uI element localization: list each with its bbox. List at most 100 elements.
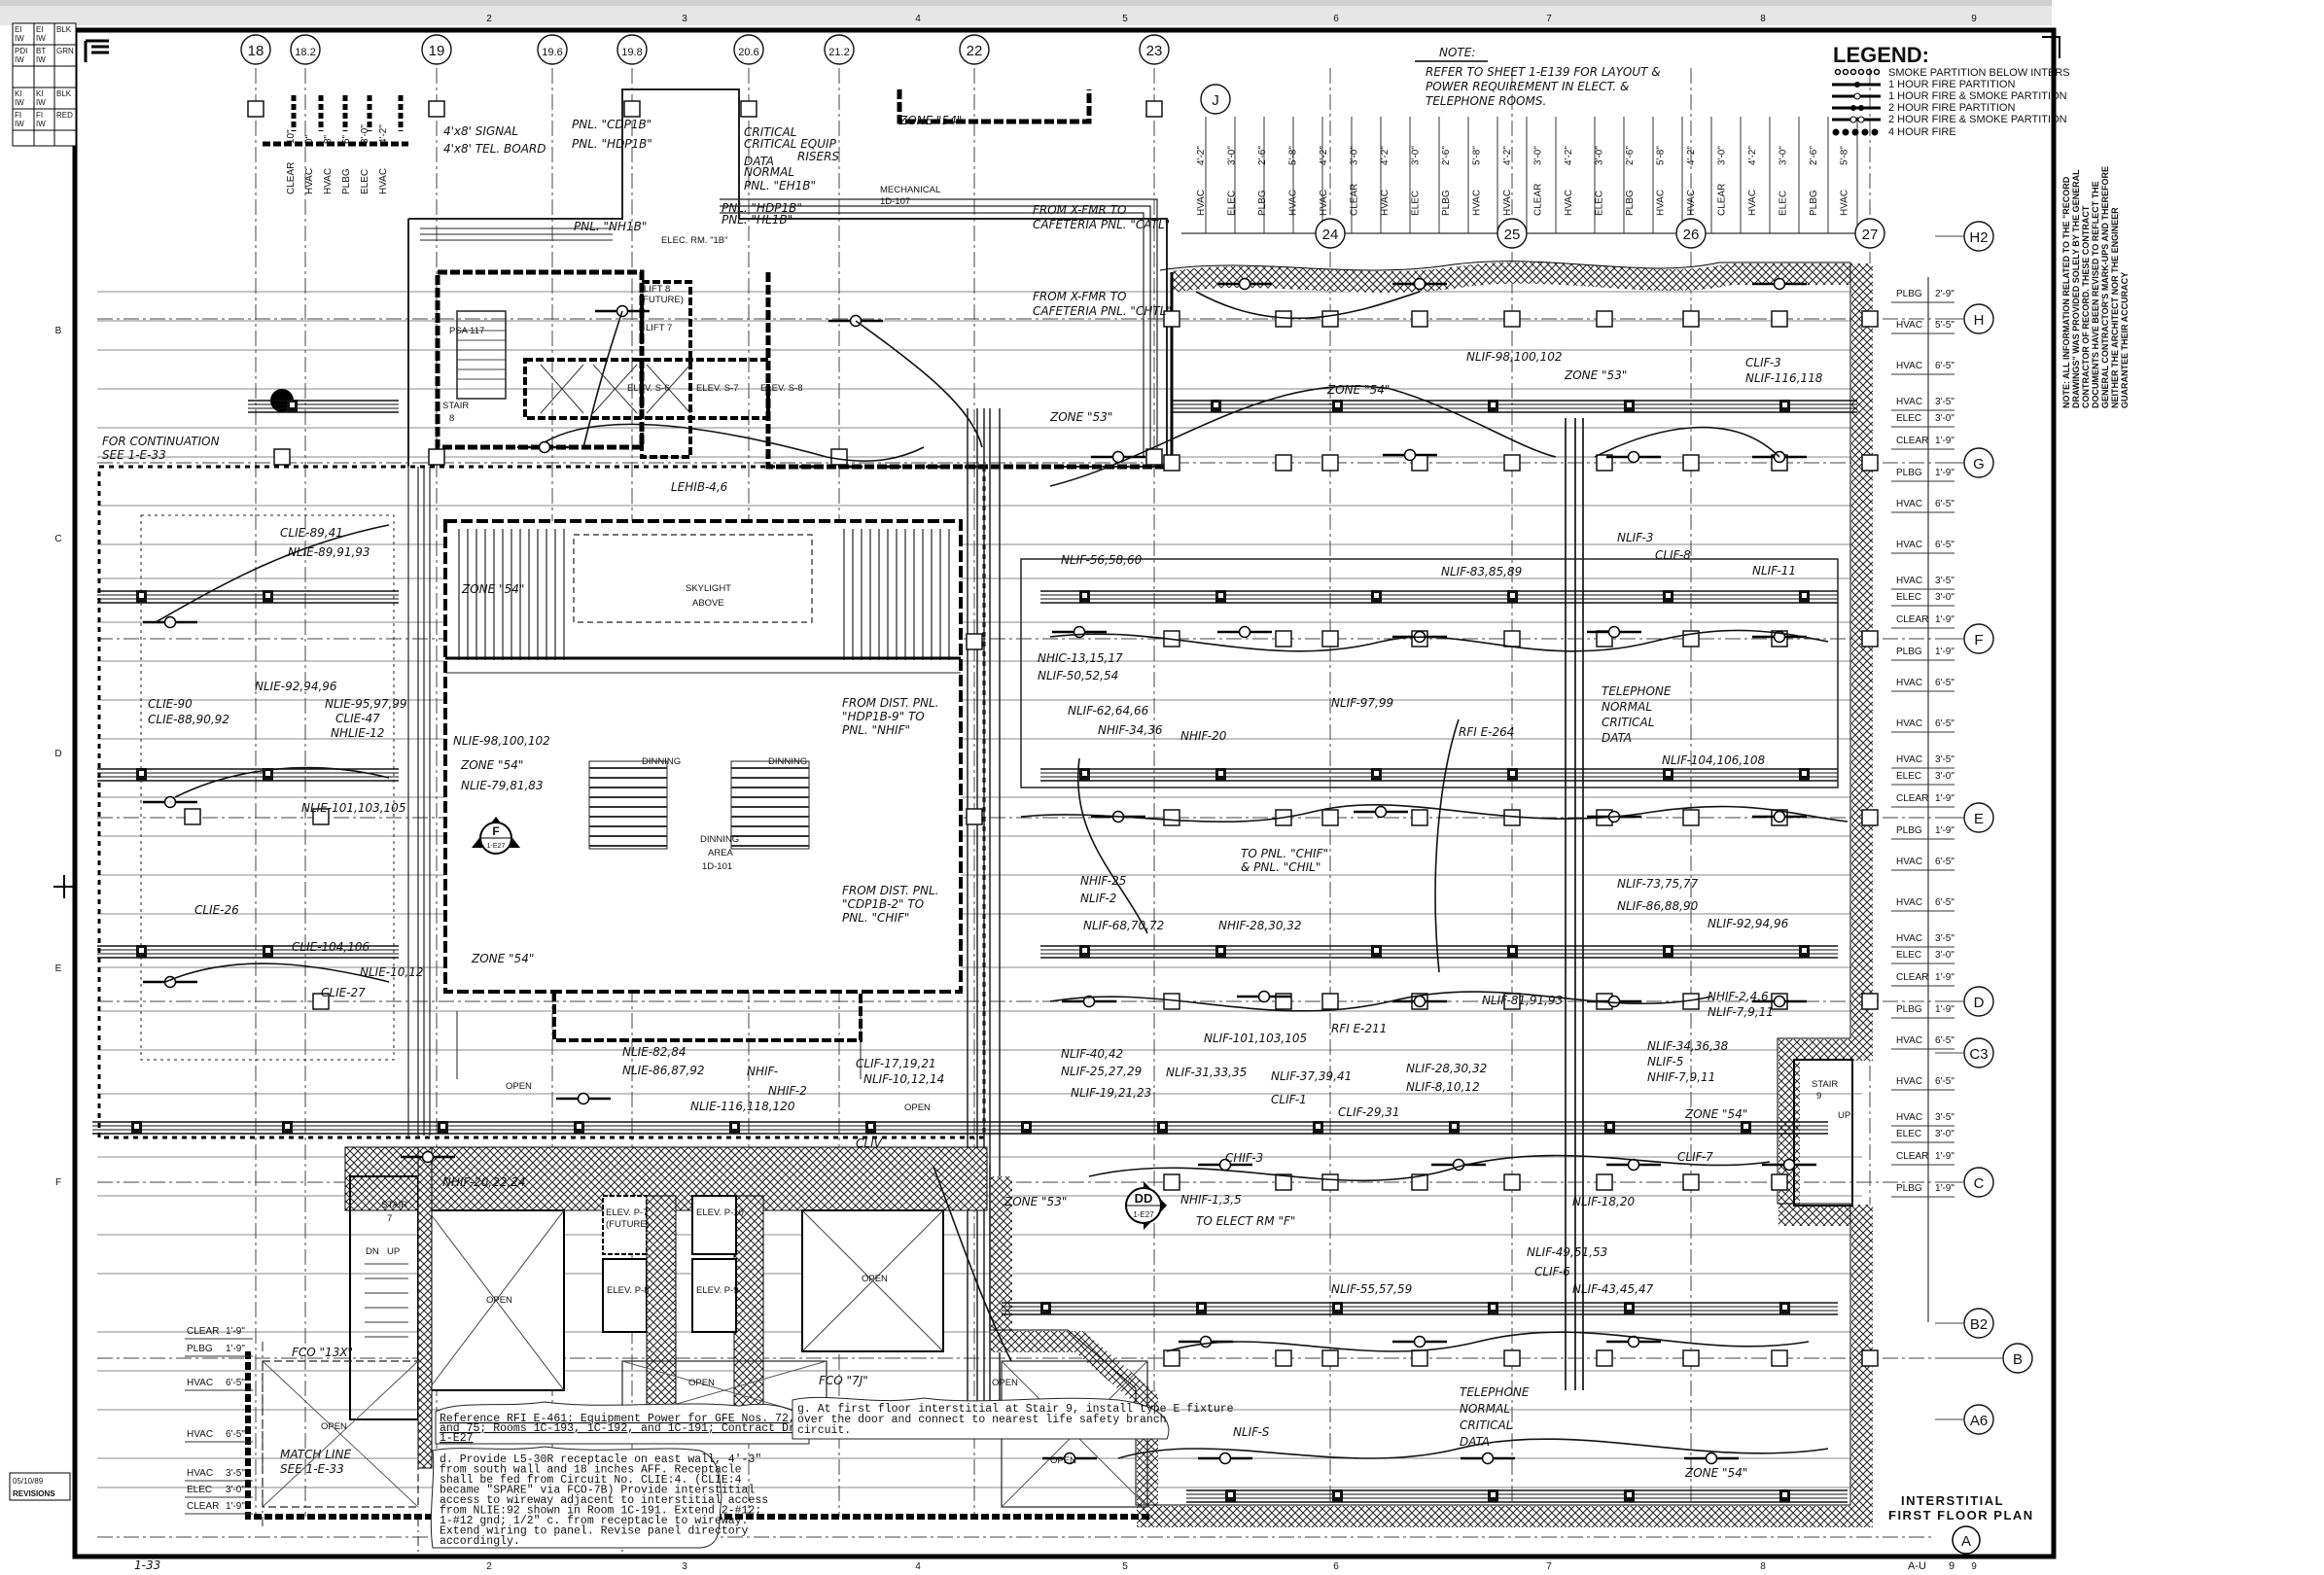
svg-text:circuit.: circuit. [797, 1424, 851, 1437]
column-square [1861, 454, 1879, 472]
record-drawings-note: NOTE: ALL INFORMATION RELATED TO THE "RE… [2061, 166, 2130, 408]
column-square [1682, 454, 1700, 472]
circuit-callout: CRITICAL [1460, 1418, 1512, 1432]
circuit-callout: FROM X-FMR TO [1033, 290, 1127, 303]
circuit-callout: FCO "7J" [819, 1374, 868, 1387]
column-square [1321, 993, 1339, 1010]
right-strip-dim: 6'-5" [1935, 540, 1954, 550]
circuit-callout: CHIF-3 [1225, 1151, 1263, 1165]
light-fixture-icon [1374, 805, 1388, 819]
column-square [1163, 310, 1180, 328]
border-column-top: 8 [1760, 14, 1766, 24]
right-strip-dim: 3'-0" [1935, 592, 1954, 603]
corner-mark [84, 39, 109, 62]
grid-bubble-row: C3 [1963, 1037, 1994, 1068]
top-strip-label: PLBG [1441, 190, 1452, 216]
grid-bubble-label: 18.2 [295, 47, 315, 58]
column-square [1411, 1349, 1428, 1367]
junction-box-face [1491, 1492, 1496, 1497]
circuit-callout: NLIE-98,100,102 [453, 734, 550, 748]
right-strip-label: PLBG [1896, 1183, 1922, 1194]
junction-box-face [1024, 1124, 1029, 1129]
column-square [1275, 1173, 1292, 1191]
circuit-callout: ZONE "54" [471, 952, 534, 965]
right-strip-label: HVAC [1896, 897, 1922, 908]
cable-tray [1002, 1302, 1838, 1315]
circuit-callout: NLIF-92,94,96 [1708, 917, 1789, 930]
grid-bubble-row: J [1200, 84, 1231, 115]
top-strip-label: HVAC [1656, 190, 1667, 216]
top-strip-label: ELEC [1778, 191, 1789, 216]
circuit-callout: MATCH LINE [280, 1448, 351, 1461]
grid-bubble-top: 19.6 [537, 34, 568, 65]
light-fixture-icon [1218, 1452, 1232, 1465]
column-square [1503, 1349, 1521, 1367]
revision-cell: EI IW [36, 25, 46, 43]
circuit-callout: DATA [744, 155, 774, 168]
light-fixture-icon [1413, 995, 1426, 1008]
circuit-callout: TO PNL. "CHIF" [1241, 847, 1328, 860]
column-square [1275, 1349, 1292, 1367]
grid-bubble-row: C [1963, 1167, 1994, 1198]
grid-bubble-label: 19.6 [542, 47, 562, 58]
svg-text:d. Provide L5-30R receptacle: d. Provide L5-30R receptacle on east wal… [440, 1453, 761, 1466]
grid-bubble-circle [824, 34, 855, 65]
top-strip-label: PLBG [1257, 190, 1268, 216]
circuit-callout: NHIF- [747, 1065, 778, 1078]
circuit-callout: PNL. "HDP1B" [572, 137, 652, 151]
column-square [1275, 630, 1292, 648]
grid-bubble-circle [959, 34, 990, 65]
circuit-callout: NLIF-37,39,41 [1271, 1069, 1352, 1083]
circuit-callout: DATA [1460, 1435, 1490, 1449]
right-strip-label: HVAC [1896, 857, 1922, 867]
border-column-top: 4 [915, 14, 921, 24]
right-strip-label: PLBG [1896, 468, 1922, 478]
right-strip-label: HVAC [1896, 718, 1922, 729]
top-strip-dim: 3'-0" [1411, 146, 1422, 165]
circuit-callout: CLIE-27 [321, 986, 366, 999]
top-strip-dim: 5'-8" [1656, 146, 1667, 165]
top-strip-dim: 5'-8" [1840, 146, 1850, 165]
border-column-bottom: 5 [1122, 1561, 1128, 1572]
revision-cell: FI IW [15, 111, 24, 128]
junction-box-face [1335, 1492, 1340, 1497]
junction-box-face [1199, 1305, 1204, 1310]
column-square [312, 808, 330, 825]
border-column-bottom: 8 [1760, 1561, 1766, 1572]
right-strip-label: HVAC [1896, 361, 1922, 371]
revision-cell: KI IW [36, 89, 46, 107]
light-fixture-icon [1782, 1158, 1796, 1172]
circuit-callout: FROM DIST. PNL. [842, 884, 939, 897]
circuit-callout: NLIF-49,51,53 [1527, 1245, 1607, 1259]
legend-item: SMOKE PARTITION BELOW INTERS [1888, 67, 2070, 79]
column-square [1321, 1349, 1339, 1367]
top-left-strip-label: HVAC [304, 168, 315, 194]
bottom-left-strip-label: ELEC [187, 1485, 212, 1495]
column-square [1145, 448, 1163, 466]
grid-bubble-circle [1675, 218, 1707, 249]
right-strip-dim: 3'-0" [1935, 1129, 1954, 1139]
circuit-callout: CLIE-26 [194, 903, 239, 917]
junction-box-face [1782, 1492, 1787, 1497]
svg-text:g. At first floor interstitia: g. At first floor interstitial at Stair … [797, 1403, 1234, 1416]
right-strip-label: HVAC [1896, 540, 1922, 550]
column-square [1411, 809, 1428, 826]
svg-text:access to wireway adjacent to: access to wireway adjacent to interstiti… [440, 1494, 768, 1507]
right-strip-dim: 6'-5" [1935, 897, 1954, 908]
circuit-callout: NLIE-116,118,120 [690, 1100, 795, 1113]
top-left-strip-label: CLEAR [286, 162, 297, 194]
junction-box-face [1627, 1305, 1632, 1310]
legend-item: 1 HOUR FIRE & SMOKE PARTITION [1888, 90, 2067, 102]
border-column-top: 5 [1122, 14, 1128, 24]
grid-bubble-label: F [1974, 632, 1983, 648]
light-fixture-icon [1238, 277, 1251, 291]
circuit-callout: NLIF-11 [1752, 564, 1796, 578]
junction-box-face [1218, 771, 1223, 776]
junction-box-face [1510, 948, 1515, 953]
circuit-callout: ZONE "54" [461, 582, 524, 596]
top-left-strip-label: ELEC [360, 169, 370, 194]
grid-bubble-top: 19 [421, 34, 452, 65]
circuit-callout: NLIF-2 [1080, 892, 1116, 905]
top-strip-dim: 2'-6" [1809, 146, 1819, 165]
right-strip-label: CLEAR [1896, 614, 1928, 625]
